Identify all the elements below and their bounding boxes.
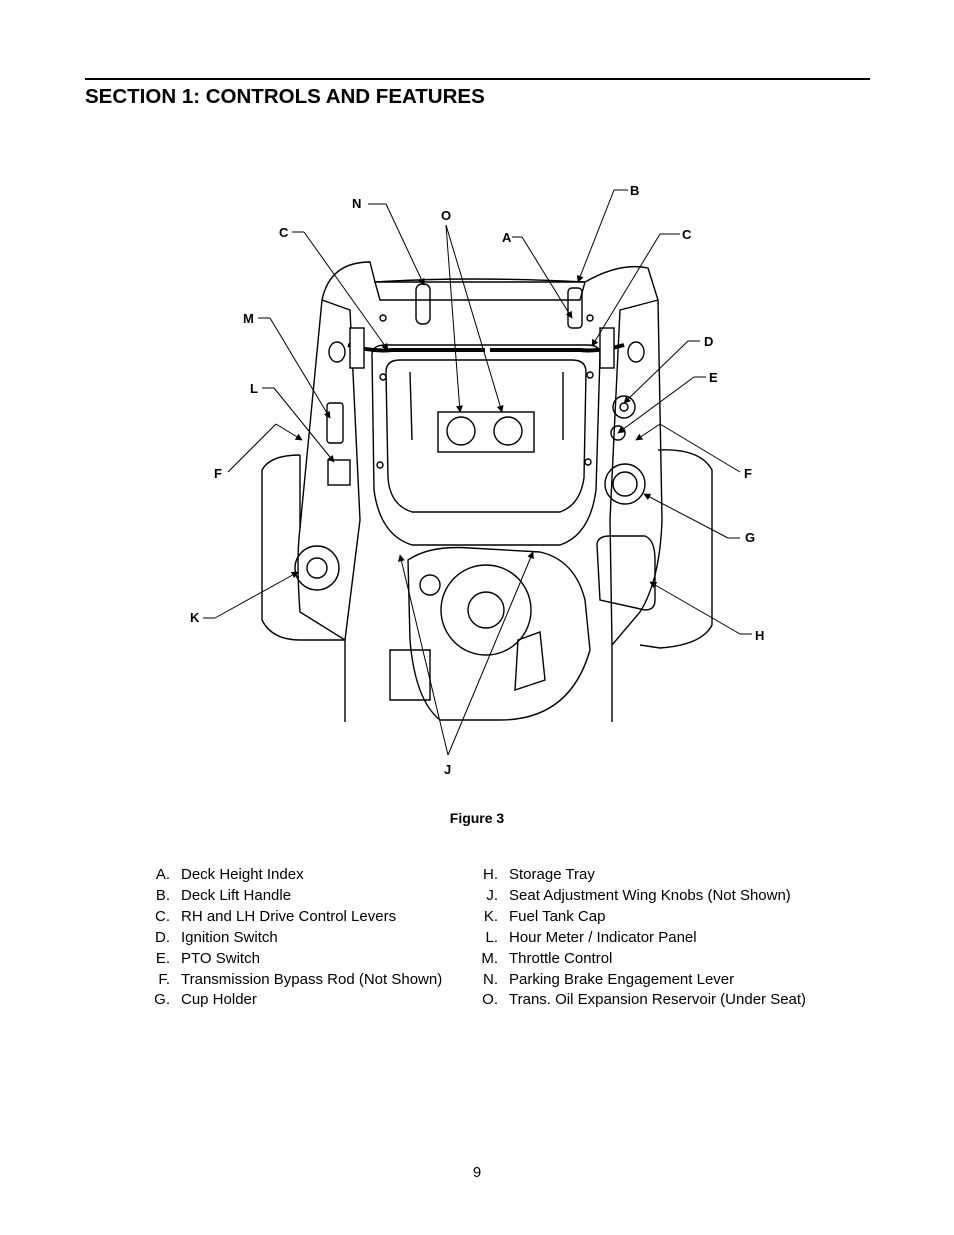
callout-d: D	[704, 334, 713, 349]
mower-illustration	[261, 261, 713, 722]
callout-c-left: C	[279, 225, 289, 240]
legend-item: G.Cup Holder	[154, 991, 257, 1009]
legend-item: E.PTO Switch	[155, 949, 260, 967]
legend-item: C.RH and LH Drive Control Levers	[155, 907, 397, 925]
section-title: SECTION 1: CONTROLS AND FEATURES	[85, 85, 485, 108]
callout-b: B	[630, 183, 639, 198]
page-number: 9	[472, 1164, 482, 1181]
legend-left-column: A.Deck Height Index B.Deck Lift Handle C…	[140, 865, 442, 1011]
legend-item: O.Trans. Oil Expansion Reservoir (Under …	[482, 991, 807, 1009]
callout-f-left: F	[214, 466, 222, 481]
legend-right-column: H.Storage Tray J.Seat Adjustment Wing Kn…	[468, 865, 806, 1011]
callout-l: L	[250, 381, 258, 396]
callout-o: O	[441, 208, 451, 223]
legend-item: F.Transmission Bypass Rod (Not Shown)	[158, 970, 443, 988]
callout-n: N	[352, 196, 361, 211]
legend-item: M.Throttle Control	[481, 949, 613, 967]
legend-item: A.Deck Height Index	[155, 866, 304, 883]
callout-j: J	[444, 762, 451, 777]
figure-caption: Figure 3	[449, 810, 505, 826]
legend-item: H.Storage Tray	[483, 866, 595, 883]
header-rule	[85, 78, 870, 80]
callout-a: A	[502, 230, 512, 245]
legend-item: B.Deck Lift Handle	[155, 886, 292, 904]
mower-controls-diagram: N O C A B C M L F D E F G H K J	[190, 183, 764, 777]
legend-item: D.Ignition Switch	[155, 928, 278, 946]
callout-k: K	[190, 610, 200, 625]
callout-e: E	[709, 370, 718, 385]
legend-item: J.Seat Adjustment Wing Knobs (Not Shown)	[486, 886, 791, 904]
legend-item: N.Parking Brake Engagement Lever	[483, 970, 735, 988]
callout-h: H	[755, 628, 764, 643]
legend-item: L.Hour Meter / Indicator Panel	[485, 928, 697, 946]
legend-item: K.Fuel Tank Cap	[483, 907, 606, 925]
callout-f-right: F	[744, 466, 752, 481]
callout-g: G	[745, 530, 755, 545]
callout-m: M	[243, 311, 254, 326]
callout-c-right: C	[682, 227, 692, 242]
